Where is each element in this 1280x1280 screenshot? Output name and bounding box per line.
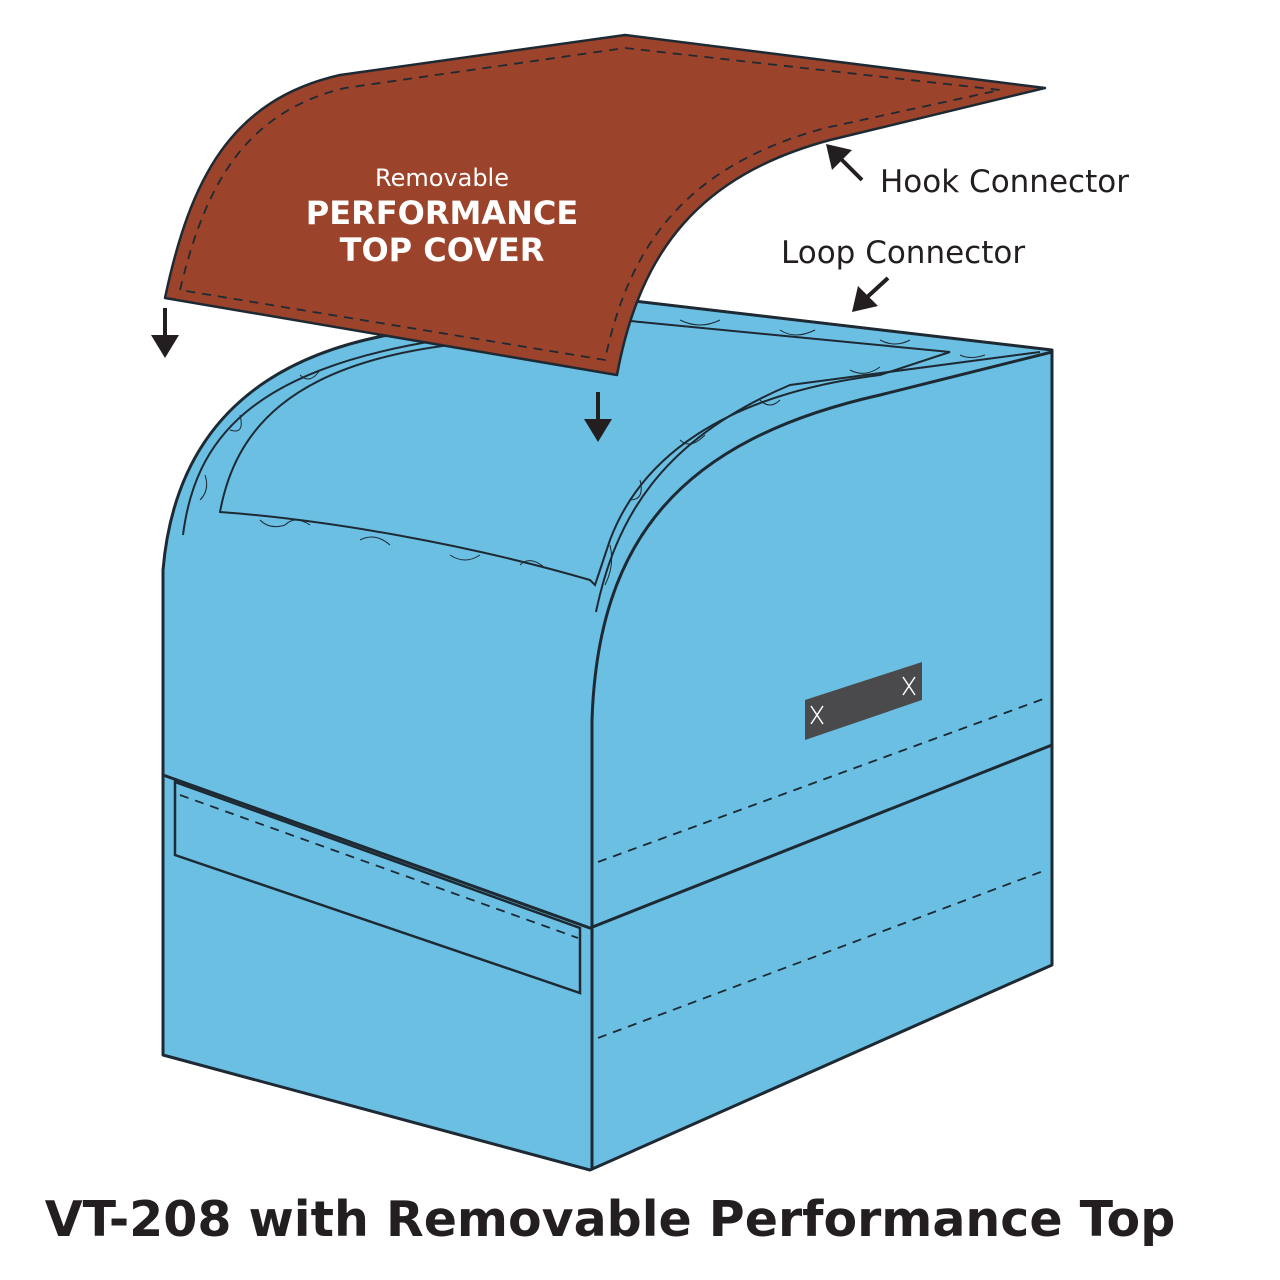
hook-connector-label: Hook Connector <box>880 164 1129 200</box>
cover-label-top-cover: TOP COVER <box>340 231 545 269</box>
front-right-edge <box>590 350 1053 1170</box>
hook-arrow-icon <box>826 144 864 182</box>
front-pocket <box>173 780 582 995</box>
performance-top-cover <box>163 33 1047 377</box>
trim-band-right <box>595 351 1041 613</box>
stitching <box>179 697 1047 1039</box>
contour-pattern <box>199 319 986 586</box>
cover-stitching <box>178 47 1001 362</box>
trim-band-left <box>182 339 441 536</box>
cover-label-performance: PERFORMANCE <box>306 194 578 232</box>
loop-arrow-icon <box>852 276 890 312</box>
down-arrow-icon <box>151 308 179 358</box>
caption: VT-208 with Removable Performance Top <box>45 1191 1176 1248</box>
skirt-seam <box>162 743 1053 930</box>
loop-connector-label: Loop Connector <box>781 235 1025 271</box>
label-plate <box>805 662 922 740</box>
cover-label-removable: Removable <box>375 164 509 192</box>
top-panel-outline <box>218 318 951 587</box>
down-arrow-icon <box>584 392 612 442</box>
